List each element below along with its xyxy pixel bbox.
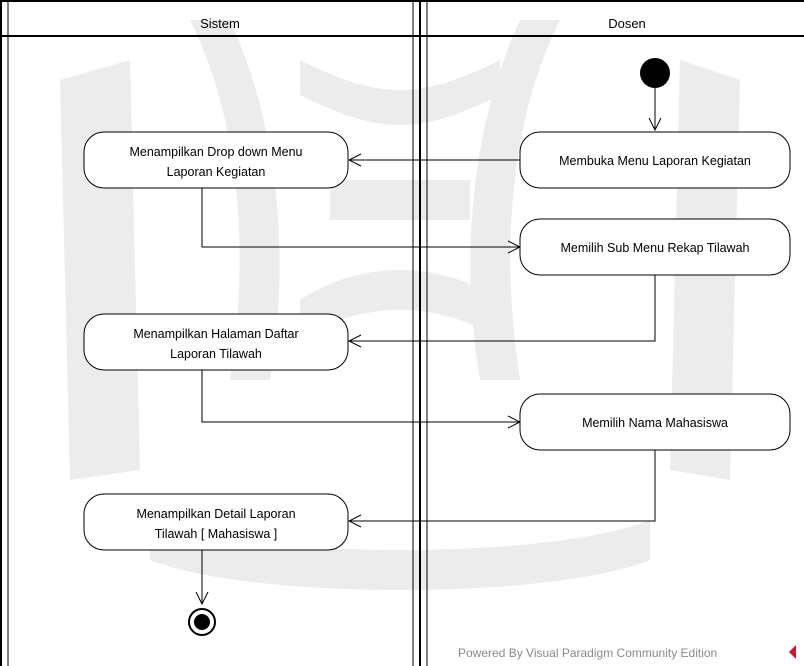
flow-dropdown-to-submenu (201, 187, 520, 247)
activity-tampil-detail: Menampilkan Detail Laporan Tilawah [ Mah… (83, 493, 349, 551)
flow-mahasiswa-to-detail (349, 450, 656, 521)
activity-label-line-2: Laporan Tilawah (170, 347, 262, 361)
lane-title-dosen: Dosen (608, 16, 646, 31)
activity-tampil-daftar: Menampilkan Halaman Daftar Laporan Tilaw… (83, 313, 349, 371)
final-node (188, 608, 216, 636)
activity-label: Memilih Sub Menu Rekap Tilawah (561, 241, 750, 255)
activity-label-line-1: Menampilkan Drop down Menu (129, 145, 302, 159)
lane-title-sistem: Sistem (200, 16, 240, 31)
watermark-logo (60, 20, 740, 590)
activity-membuka-menu: Membuka Menu Laporan Kegiatan (519, 131, 791, 189)
activity-label-line-1: Menampilkan Detail Laporan (136, 507, 295, 521)
activity-label: Memilih Nama Mahasiswa (582, 416, 728, 430)
flow-daftar-to-mahasiswa (201, 370, 520, 422)
activity-tampil-dropdown: Menampilkan Drop down Menu Laporan Kegia… (83, 131, 349, 189)
flow-submenu-to-daftar (349, 275, 656, 341)
powered-by-footer: Powered By Visual Paradigm Community Edi… (458, 646, 717, 660)
activity-label-line-2: Tilawah [ Mahasiswa ] (155, 527, 278, 541)
activity-label: Membuka Menu Laporan Kegiatan (559, 154, 751, 168)
activity-pilih-mahasiswa: Memilih Nama Mahasiswa (519, 393, 791, 451)
activity-label-line-1: Menampilkan Halaman Daftar (133, 327, 298, 341)
activity-label-line-2: Laporan Kegiatan (167, 165, 266, 179)
initial-node (640, 58, 670, 88)
control-flows (202, 88, 655, 604)
visual-paradigm-logo-icon (789, 645, 796, 659)
activity-pilih-submenu: Memilih Sub Menu Rekap Tilawah (519, 218, 791, 276)
